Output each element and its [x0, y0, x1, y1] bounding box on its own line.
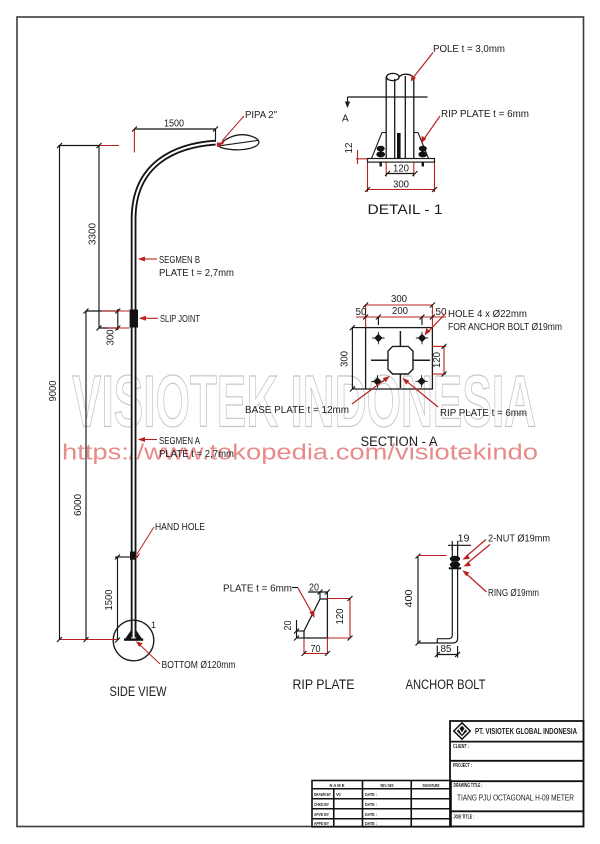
svg-text:9000: 9000 [48, 380, 59, 401]
svg-text:85: 85 [441, 644, 452, 655]
svg-text:FOR ANCHOR BOLT Ø19mm: FOR ANCHOR BOLT Ø19mm [448, 322, 562, 333]
svg-text:RING Ø19mm: RING Ø19mm [488, 588, 539, 599]
svg-text:SIGNATURE: SIGNATURE [423, 783, 440, 789]
svg-text:1500: 1500 [104, 589, 115, 610]
svg-text:RIP PLATE t = 6mm: RIP PLATE t = 6mm [440, 408, 527, 419]
svg-text:20: 20 [309, 583, 319, 594]
svg-text:3300: 3300 [88, 223, 99, 245]
svg-text:300: 300 [340, 351, 351, 367]
svg-text:DATE :: DATE : [365, 802, 377, 808]
svg-text:6000: 6000 [73, 494, 84, 516]
svg-text:DETAIL - 1: DETAIL - 1 [368, 202, 443, 217]
svg-text:PLATE t = 2,7mm: PLATE t = 2,7mm [159, 449, 234, 460]
svg-text:SEGMEN B: SEGMEN B [159, 255, 200, 266]
svg-text:VISIOTEK INDONESIA: VISIOTEK INDONESIA [72, 362, 536, 443]
svg-text:2-NUT Ø19mm: 2-NUT Ø19mm [488, 534, 550, 545]
svg-text:N A M E: N A M E [330, 783, 346, 789]
svg-text:50: 50 [436, 307, 447, 318]
svg-text:RIP PLATE: RIP PLATE [293, 677, 355, 692]
svg-text:70: 70 [311, 644, 321, 655]
svg-text:HOLE 4 x Ø22mm: HOLE 4 x Ø22mm [448, 309, 527, 320]
svg-text:200: 200 [392, 306, 408, 317]
svg-text:BOTTOM Ø120mm: BOTTOM Ø120mm [162, 660, 236, 671]
svg-text:DATE :: DATE : [365, 792, 377, 798]
svg-text:300: 300 [391, 294, 407, 305]
svg-text:CLIENT :: CLIENT : [453, 744, 469, 750]
svg-text:ANCHOR BOLT: ANCHOR BOLT [406, 677, 486, 692]
svg-text:A: A [342, 114, 349, 125]
svg-text:SIDE VIEW: SIDE VIEW [110, 684, 167, 699]
svg-text:PIPA 2": PIPA 2" [245, 110, 277, 121]
svg-text:VI: VI [336, 792, 341, 798]
svg-text:120: 120 [335, 608, 346, 624]
svg-text:12: 12 [344, 142, 355, 153]
svg-text:PLATE t = 6mm: PLATE t = 6mm [223, 584, 292, 595]
svg-text:19: 19 [458, 534, 470, 545]
svg-text:CHKD BY: CHKD BY [314, 802, 330, 808]
svg-text:DRAWING TITLE :: DRAWING TITLE : [454, 783, 483, 789]
svg-text:SEGMEN A: SEGMEN A [159, 436, 200, 447]
svg-text:DATE :: DATE : [365, 821, 377, 827]
svg-text:RIP PLATE t = 6mm: RIP PLATE t = 6mm [441, 108, 529, 120]
svg-text:BASE PLATE t = 12mm: BASE PLATE t = 12mm [245, 405, 349, 416]
svg-text:JOB TITLE :: JOB TITLE : [454, 814, 475, 820]
svg-text:APVD BY: APVD BY [314, 812, 330, 818]
svg-text:400: 400 [404, 589, 415, 607]
svg-text:DATE :: DATE : [365, 812, 377, 818]
svg-text:50: 50 [356, 307, 367, 318]
svg-text:POLE t = 3,0mm: POLE t = 3,0mm [433, 43, 505, 55]
svg-text:SECTION - A: SECTION - A [361, 434, 438, 449]
svg-text:1: 1 [151, 620, 156, 630]
svg-text:PROJECT :: PROJECT : [453, 763, 472, 769]
svg-text:120: 120 [393, 164, 409, 175]
svg-text:TIANG PJU OCTAGONAL H-09 METER: TIANG PJU OCTAGONAL H-09 METER [457, 793, 574, 803]
svg-text:1500: 1500 [164, 119, 184, 130]
svg-text:https://www.tokopedia.com/visi: https://www.tokopedia.com/visiotekindo [62, 440, 538, 465]
svg-text:PT. VISIOTEK GLOBAL INDONESIA: PT. VISIOTEK GLOBAL INDONESIA [475, 726, 577, 736]
svg-text:HAND HOLE: HAND HOLE [155, 522, 205, 533]
svg-text:PLATE t = 2,7mm: PLATE t = 2,7mm [159, 268, 234, 279]
svg-text:DRAWN BY: DRAWN BY [314, 792, 332, 798]
svg-text:300: 300 [393, 180, 409, 191]
svg-text:120: 120 [432, 352, 443, 368]
svg-text:APPD BY: APPD BY [314, 821, 330, 827]
svg-text:SLIP JOINT: SLIP JOINT [160, 314, 200, 325]
svg-text:REV. DES: REV. DES [381, 783, 394, 789]
svg-text:300: 300 [106, 329, 117, 345]
svg-text:20: 20 [283, 620, 294, 630]
